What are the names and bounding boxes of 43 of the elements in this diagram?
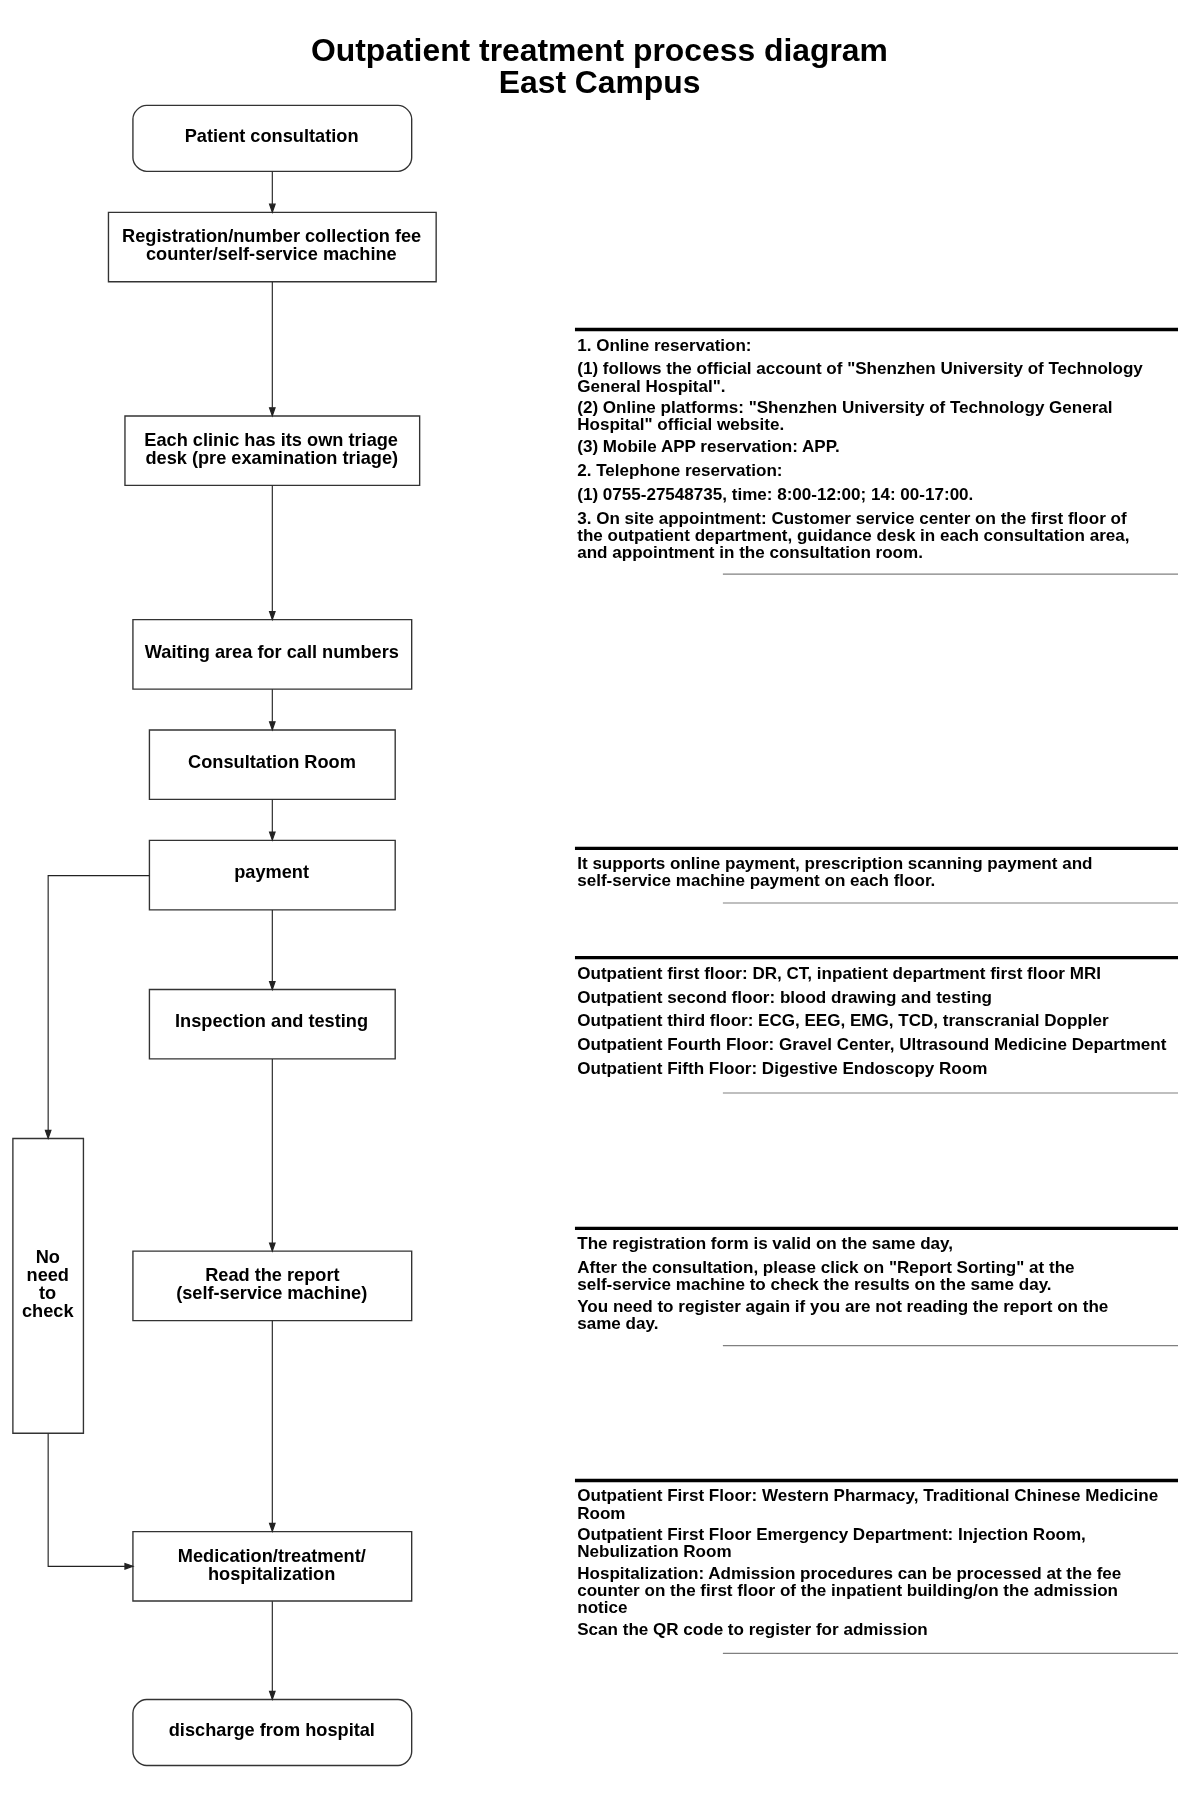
- arrow: [268, 688, 276, 731]
- label: Outpatient First Floor: Western Pharmacy, Traditional Chinese Medicine Room: [577, 1485, 1159, 1523]
- label: (2) Online platforms: "Shenzhen University of Technology General Hospital" official website.: [577, 397, 1113, 434]
- label: After the consultation, please click on "Report Sorting" at the self-service machine to check the results on the same day.: [577, 1257, 1075, 1294]
- node-box: Patient consultation: [132, 104, 413, 172]
- arrow: [268, 798, 276, 842]
- label: 3. On site appointment: Customer service center on the first floor of the outpatient department, guidance desk in each consultation area, and appointment in the consultation room.: [577, 508, 1130, 562]
- arrow: [268, 1057, 276, 1253]
- node-box: Inspection and testing: [148, 988, 396, 1060]
- arrow: [268, 1319, 276, 1533]
- arrow: [268, 484, 276, 621]
- node-box: payment: [148, 839, 396, 910]
- label: It supports online payment, prescription scanning payment and self-service machine payment on each floor.: [577, 853, 1093, 890]
- label: Hospitalization: Admission procedures can be processed at the fee counter on the first floor of the inpatient building/on the admission notice: [577, 1563, 1122, 1617]
- label: The registration form is valid on the same day,: [577, 1233, 954, 1253]
- label: (1) 0755-27548735, time: 8:00-12:00; 14: 00-17:00.: [577, 484, 974, 504]
- node-box: discharge from hospital: [132, 1698, 413, 1766]
- arrow: [44, 874, 150, 1140]
- label: Scan the QR code to register for admission: [577, 1619, 928, 1639]
- label: You need to register again if you are not reading the report on the same day.: [577, 1296, 1109, 1333]
- arrow: [47, 1432, 135, 1570]
- node-box: Medication/treatment/ hospitalization: [132, 1530, 413, 1602]
- arrow: [268, 1600, 276, 1701]
- label: 2. Telephone reservation:: [577, 460, 783, 480]
- arrow: [268, 280, 276, 418]
- label: 1. Online reservation:: [577, 335, 752, 355]
- label: (3) Mobile APP reservation: APP.: [577, 436, 840, 456]
- arrow: [268, 170, 276, 214]
- node-box: Consultation Room: [148, 728, 396, 800]
- label: Outpatient First Floor Emergency Department: Injection Room, Nebulization Room: [577, 1524, 1086, 1561]
- label: Outpatient first floor: DR, CT, inpatient department first floor MRI: [577, 963, 1101, 983]
- label: Outpatient second floor: blood drawing and testing: [577, 987, 993, 1007]
- diagram-title: Outpatient treatment process diagram East Campus: [310, 31, 888, 100]
- node-box: No need to check: [12, 1137, 85, 1434]
- label: (1) follows the official account of "Shenzhen University of Technology General Hospital".: [577, 358, 1143, 396]
- node-box: Registration/number collection fee counter/self-service machine: [107, 211, 437, 282]
- arrow: [268, 908, 276, 991]
- label: Outpatient Fifth Floor: Digestive Endoscopy Room: [577, 1058, 988, 1078]
- label: Outpatient Fourth Floor: Gravel Center, Ultrasound Medicine Department: [577, 1034, 1167, 1054]
- node-box: Each clinic has its own triage desk (pre examination triage): [124, 414, 421, 486]
- label: Outpatient third floor: ECG, EEG, EMG, TCD, transcranial Doppler: [577, 1010, 1109, 1030]
- node-box: Read the report (self-service machine): [132, 1249, 413, 1321]
- node-box: Waiting area for call numbers: [132, 618, 413, 690]
